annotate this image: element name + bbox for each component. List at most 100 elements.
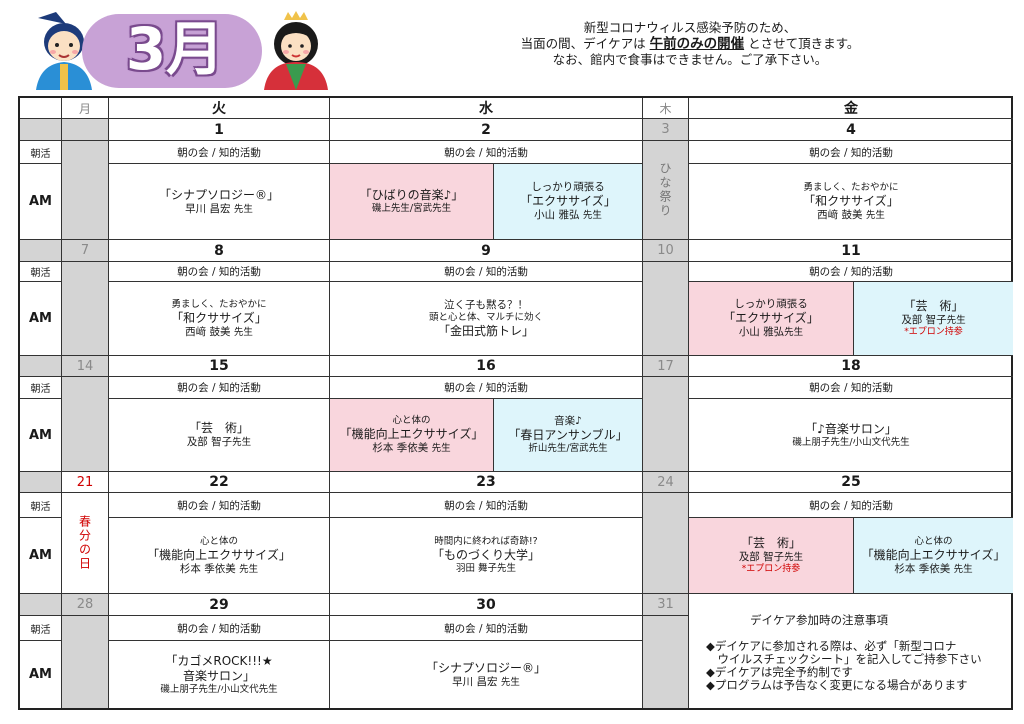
event-title: 「カゴメROCK!!!★ — [165, 653, 273, 668]
weekday-header-mon: 月 — [62, 98, 109, 119]
event-subtitle: 心と体の — [914, 535, 953, 547]
date-row-label — [20, 356, 62, 377]
notes-item: ウイルスチェックシート」を記入してご持参下さい — [706, 652, 982, 666]
event-cell: 心と体の 「機能向上エクササイズ」 杉本 季依美 先生 — [109, 518, 330, 594]
event-teacher: 早川 昌宏 先生 — [452, 675, 520, 688]
month-title: 3月 — [125, 15, 225, 83]
mon-closed-cell — [62, 141, 109, 240]
event-title: 「機能向上エクササイズ」 — [339, 427, 484, 441]
event-teacher: 折山先生/宮武先生 — [528, 443, 608, 454]
event-title: 「金田式筋トレ」 — [437, 323, 534, 338]
mon-closed-cell — [62, 616, 109, 708]
row-label-am: AM — [20, 164, 62, 240]
event-subtitle: 音楽♪ — [554, 415, 582, 427]
date-fri: 18 — [689, 356, 1013, 377]
row-label-am: AM — [20, 518, 62, 594]
event-note: *エプロン持参 — [904, 327, 963, 337]
session-label: 朝の会 / 知的活動 — [689, 493, 1013, 518]
event-cell: 「ひばりの音楽♪」 磯上先生/宮武先生 — [330, 164, 494, 240]
event-title: 「ものづくり大学」 — [431, 548, 540, 562]
holiday-label: ひな祭り — [658, 162, 672, 218]
event-teacher: 小山 雅弘 先生 — [534, 209, 602, 221]
event-cell: 泣く子も黙る？！ 頭と心と体、マルチに効く 「金田式筋トレ」 — [330, 282, 643, 356]
event-cell: しっかり頑張る 「エクササイズ」 小山 雅弘先生 — [689, 282, 854, 356]
event-title: 「機能向上エクササイズ」 — [147, 547, 291, 562]
date-thu: 24 — [643, 472, 689, 493]
date-mon: 7 — [62, 240, 109, 262]
event-teacher: 磯上先生/宮武先生 — [371, 203, 452, 214]
month-badge — [82, 14, 262, 88]
thu-closed-cell — [643, 262, 689, 356]
event-subtitle: 泣く子も黙る？！ — [444, 298, 528, 311]
event-title: 「芸 術」 — [903, 299, 964, 313]
session-label: 朝の会 / 知的活動 — [109, 262, 330, 282]
event-title: 「機能向上エクササイズ」 — [861, 547, 1006, 562]
mon-closed-cell — [62, 262, 109, 356]
event-teacher: 及部 智子先生 — [738, 551, 804, 563]
row-label-morning: 朝活 — [20, 493, 62, 518]
holiday-cell-hina: ひな祭り — [643, 141, 689, 240]
row-label-morning: 朝活 — [20, 377, 62, 399]
event-title: 「エクササイズ」 — [520, 194, 616, 208]
row-label-am: AM — [20, 641, 62, 708]
date-fri: 4 — [689, 119, 1013, 141]
date-tue: 15 — [109, 356, 330, 377]
event-title: 「芸 術」 — [188, 421, 249, 435]
thu-closed-cell — [643, 377, 689, 472]
event-teacher: 早川 昌宏 先生 — [185, 202, 253, 215]
event-teacher: 杉本 季依美 先生 — [372, 442, 451, 454]
date-thu: 31 — [643, 594, 689, 616]
date-row-label — [20, 472, 62, 493]
event-teacher: 磯上朋子先生/小山文代先生 — [160, 683, 278, 695]
thu-closed-cell — [643, 616, 689, 708]
session-label: 朝の会 / 知的活動 — [330, 141, 643, 164]
date-tue: 22 — [109, 472, 330, 493]
date-fri: 11 — [689, 240, 1013, 262]
session-label: 朝の会 / 知的活動 — [330, 493, 643, 518]
event-teacher: 及部 智子先生 — [186, 436, 252, 448]
date-row-label — [20, 594, 62, 616]
holiday-label: 春分の日 — [77, 515, 92, 571]
date-tue: 29 — [109, 594, 330, 616]
event-teacher: 磯上朋子先生/小山文代先生 — [792, 436, 910, 448]
event-cell: 心と体の 「機能向上エクササイズ」 杉本 季依美 先生 — [330, 399, 494, 472]
ohinasama-doll-icon — [264, 11, 328, 90]
notes-title: デイケア参加時の注意事項 — [750, 613, 888, 627]
event-title-2: 音楽サロン」 — [182, 668, 255, 683]
event-subtitle: 勇ましく、たおやかに — [803, 181, 899, 193]
corner-cell — [20, 98, 62, 119]
session-label: 朝の会 / 知的活動 — [689, 377, 1013, 399]
event-title: 「和クササイズ」 — [803, 193, 899, 208]
date-wed: 9 — [330, 240, 643, 262]
event-subtitle: 勇ましく、たおやかに — [171, 298, 267, 310]
date-thu: 10 — [643, 240, 689, 262]
event-cell: 「シナプソロジー®」 早川 昌宏 先生 — [330, 641, 643, 708]
row-label-morning: 朝活 — [20, 141, 62, 164]
date-wed: 30 — [330, 594, 643, 616]
session-label: 朝の会 / 知的活動 — [109, 141, 330, 164]
event-subtitle: 心と体の — [392, 415, 431, 426]
weekday-header-tue: 火 — [109, 98, 330, 119]
date-wed: 16 — [330, 356, 643, 377]
event-cell: 「芸 術」 及部 智子先生 — [109, 399, 330, 472]
event-teacher: 小山 雅弘先生 — [738, 326, 804, 338]
notice-line-1: 新型コロナウィルス感染予防のため、 — [583, 20, 797, 35]
event-title: 「ひばりの音楽♪」 — [359, 188, 464, 202]
notice-line-3: なお、館内で食事はできません。ご了承下さい。 — [552, 52, 828, 67]
event-cell: 勇ましく、たおやかに 「和クササイズ」 西﨑 鼓美 先生 — [109, 282, 330, 356]
session-label: 朝の会 / 知的活動 — [109, 493, 330, 518]
event-teacher: 西﨑 鼓美 先生 — [185, 325, 253, 338]
event-cell: 心と体の 「機能向上エクササイズ」 杉本 季依美 先生 — [854, 518, 1013, 594]
date-wed: 2 — [330, 119, 643, 141]
session-label: 朝の会 / 知的活動 — [689, 262, 1013, 282]
event-cell: 「芸 術」 及部 智子先生 *エプロン持参 — [689, 518, 854, 594]
event-subtitle: 時間内に終われば奇跡!? — [434, 536, 538, 547]
date-row-label — [20, 119, 62, 141]
event-cell: 「シナプソロジー®」 早川 昌宏 先生 — [109, 164, 330, 240]
event-subtitle: しっかり頑張る — [734, 298, 808, 310]
event-title: 「シナプソロジー®」 — [425, 660, 546, 675]
date-mon — [62, 119, 109, 141]
notes-item: ◆プログラムは予告なく変更になる場合があります — [706, 678, 968, 692]
session-label: 朝の会 / 知的活動 — [109, 616, 330, 641]
notes-item: ◆デイケアに参加される際は、必ず「新型コロナ — [706, 639, 957, 653]
